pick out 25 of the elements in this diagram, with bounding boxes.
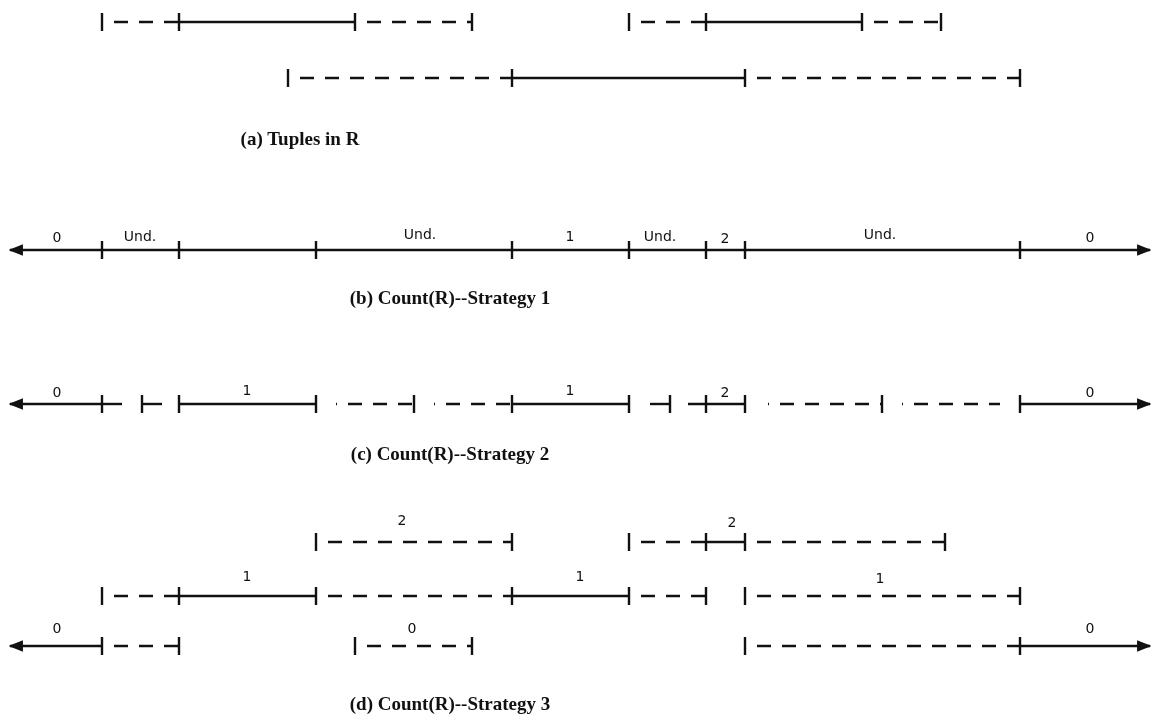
segment-label: Und.: [643, 229, 677, 243]
segment-label: 1: [242, 383, 252, 397]
segment-label: Und.: [123, 229, 157, 243]
segment-label: 1: [565, 383, 575, 397]
segment-label: 1: [565, 229, 575, 243]
segment-label: 2: [727, 515, 737, 529]
figure-caption: (c) Count(R)--Strategy 2: [350, 443, 550, 463]
figure-caption: (a) Tuples in R: [240, 128, 360, 148]
figure-caption: (b) Count(R)--Strategy 1: [349, 287, 551, 307]
segment-label: 0: [1085, 621, 1095, 635]
segment-label: 2: [397, 513, 407, 527]
segment-label: 1: [242, 569, 252, 583]
segment-label: Und.: [863, 227, 897, 241]
segment-label: 0: [1085, 230, 1095, 244]
segment-label: Und.: [403, 227, 437, 241]
segment-label: 0: [52, 230, 62, 244]
segment-label: 0: [1085, 385, 1095, 399]
segment-label: 0: [52, 621, 62, 635]
segment-label: 2: [720, 385, 730, 399]
figure-caption: (d) Count(R)--Strategy 3: [349, 693, 551, 713]
segment-label: 1: [575, 569, 585, 583]
segment-label: 0: [52, 385, 62, 399]
segment-label: 1: [875, 571, 885, 585]
segment-label: 2: [720, 231, 730, 245]
segment-label: 0: [407, 621, 417, 635]
